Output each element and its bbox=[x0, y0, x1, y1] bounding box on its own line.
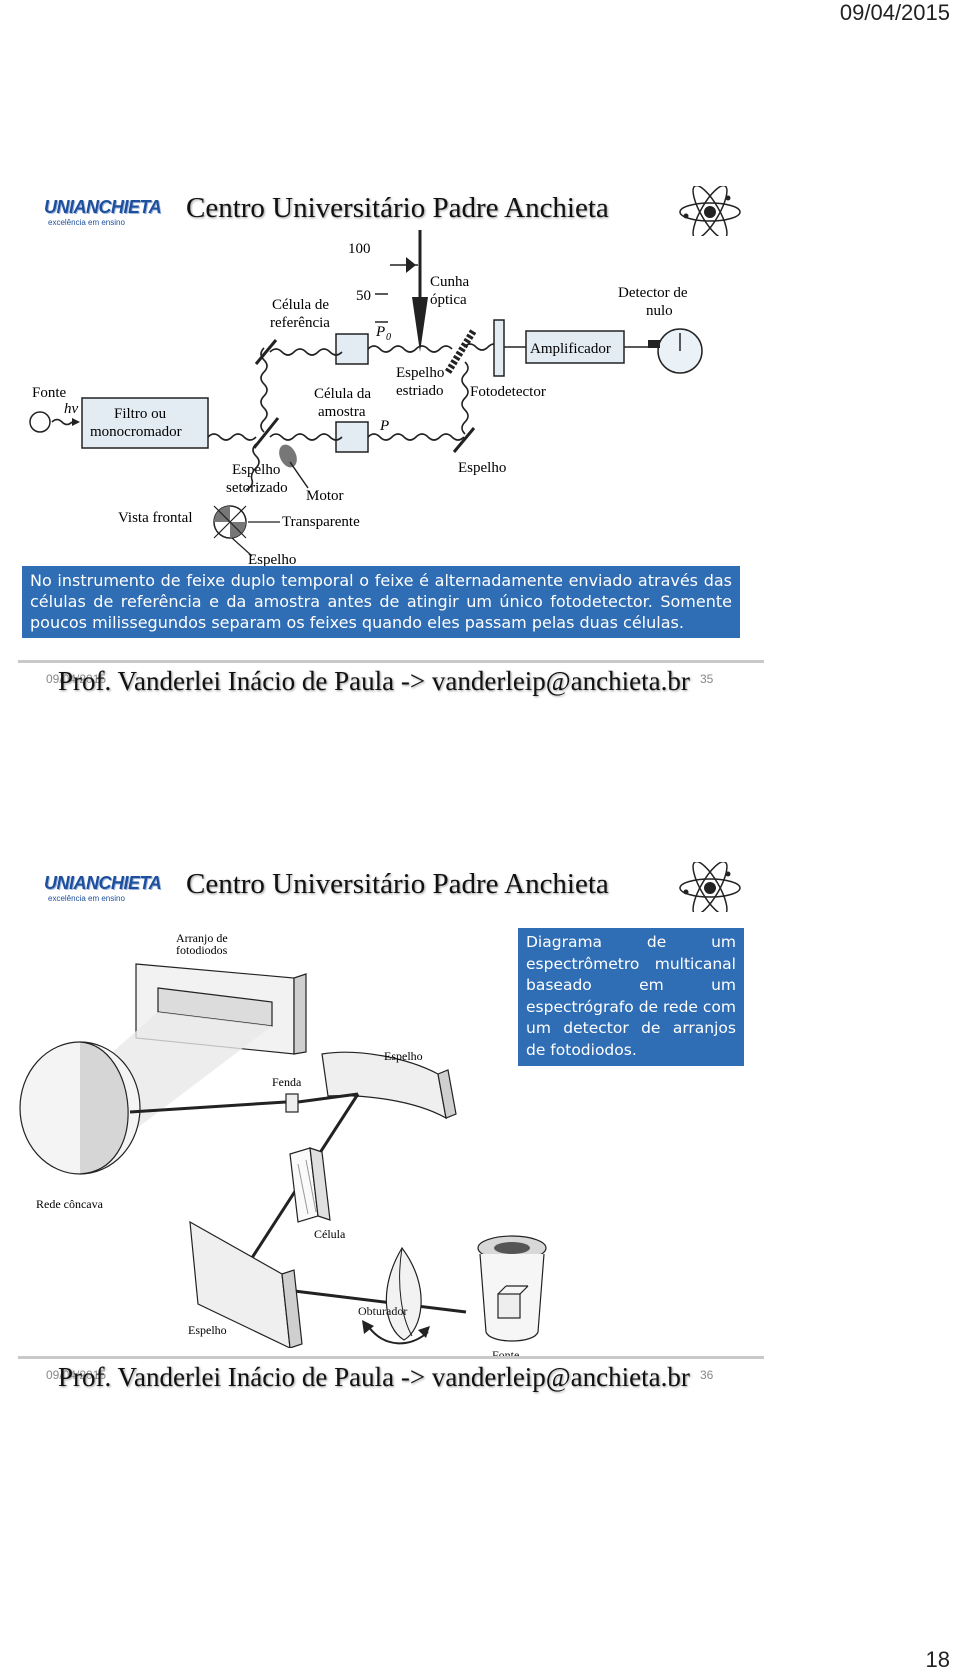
p0-label: P bbox=[375, 324, 385, 340]
mirror-bottom-label: Espelho bbox=[188, 1323, 227, 1337]
cell-label: Célula bbox=[314, 1227, 346, 1241]
header-title: Centro Universitário Padre Anchieta bbox=[186, 868, 609, 900]
grating-label: Rede côncava bbox=[36, 1197, 104, 1211]
footer-slide-number: 35 bbox=[700, 672, 714, 686]
array-label: Arranjo de bbox=[176, 931, 228, 945]
null-detector-label-2: nulo bbox=[646, 303, 673, 319]
unianchieta-logo: UNIANCHIETA excelência em ensino bbox=[44, 873, 162, 903]
p-label: P bbox=[379, 418, 389, 434]
hv-label: hv bbox=[64, 401, 79, 417]
mirror-top-label: Espelho bbox=[384, 1049, 423, 1063]
p0-sub-label: 0 bbox=[386, 332, 391, 343]
atom-icon bbox=[679, 186, 741, 236]
mirror-bottom-label: Espelho bbox=[248, 552, 296, 567]
wedge-label: Cunha bbox=[430, 274, 470, 290]
wedge-label-2: óptica bbox=[430, 292, 467, 308]
sector-mirror-label: Espelho bbox=[232, 462, 280, 478]
slit-label: Fenda bbox=[272, 1075, 302, 1089]
null-detector-label: Detector de bbox=[618, 285, 688, 301]
slide-36: UNIANCHIETA excelência em ensino Centro … bbox=[18, 862, 764, 1463]
source-label: Fonte bbox=[32, 385, 67, 401]
slide-footer: 09/04/2015 35 Prof. Vanderlei Inácio de … bbox=[18, 660, 764, 700]
footer-slide-number: 36 bbox=[700, 1368, 714, 1382]
amplifier-label: Amplificador bbox=[530, 341, 611, 357]
atom-icon bbox=[679, 862, 741, 912]
footer-author: Prof. Vanderlei Inácio de Paula -> vande… bbox=[58, 666, 690, 696]
multichannel-spectrometer-diagram: Arranjo de fotodiodos Rede côncava Fenda… bbox=[19, 931, 547, 1348]
array-label-2: fotodiodos bbox=[176, 943, 228, 957]
footer-date: 09/04/2015 bbox=[46, 672, 107, 686]
slide-35: UNIANCHIETA excelência em ensino Centro … bbox=[18, 182, 764, 727]
header-title: Centro Universitário Padre Anchieta bbox=[186, 192, 609, 224]
motor-label: Motor bbox=[306, 488, 344, 504]
sample-cell-label-2: amostra bbox=[318, 404, 366, 420]
ref-cell-label-2: referência bbox=[270, 315, 330, 331]
slide-caption: Diagrama de um espectrômetro multicanal … bbox=[518, 928, 744, 1066]
double-beam-diagram: 100 50 Cunha óptica Detector de nulo Cél… bbox=[29, 230, 703, 567]
unianchieta-logo: UNIANCHIETA excelência em ensino bbox=[44, 197, 162, 227]
slide-header: UNIANCHIETA excelência em ensino Centro … bbox=[18, 182, 764, 236]
sample-cell-label: Célula da bbox=[314, 386, 371, 402]
sector-mirror-label-2: setorizado bbox=[226, 480, 288, 496]
filter-label: Filtro ou bbox=[114, 406, 167, 422]
mirror-right-label: Espelho bbox=[458, 460, 506, 476]
ref-cell-label: Célula de bbox=[272, 297, 329, 313]
striated-mirror-label: Espelho bbox=[396, 365, 444, 381]
striated-mirror-label-2: estriado bbox=[396, 383, 443, 399]
footer-author: Prof. Vanderlei Inácio de Paula -> vande… bbox=[58, 1362, 690, 1392]
slide-header: UNIANCHIETA excelência em ensino Centro … bbox=[18, 858, 764, 912]
page-date: 09/04/2015 bbox=[839, 0, 950, 25]
shutter-label: Obturador bbox=[358, 1304, 408, 1318]
front-view-label: Vista frontal bbox=[118, 510, 193, 526]
filter-label-2: monocromador bbox=[90, 424, 182, 440]
photodetector-label: Fotodetector bbox=[470, 384, 546, 400]
page-number: 18 bbox=[925, 1647, 950, 1672]
footer-date: 09/04/2015 bbox=[46, 1368, 107, 1382]
transparent-label: Transparente bbox=[282, 514, 360, 530]
scale-100-label: 100 bbox=[348, 241, 371, 257]
slide-footer: 09/04/2015 36 Prof. Vanderlei Inácio de … bbox=[18, 1356, 764, 1396]
scale-50-label: 50 bbox=[356, 288, 371, 304]
slide-caption: No instrumento de feixe duplo temporal o… bbox=[22, 566, 740, 638]
